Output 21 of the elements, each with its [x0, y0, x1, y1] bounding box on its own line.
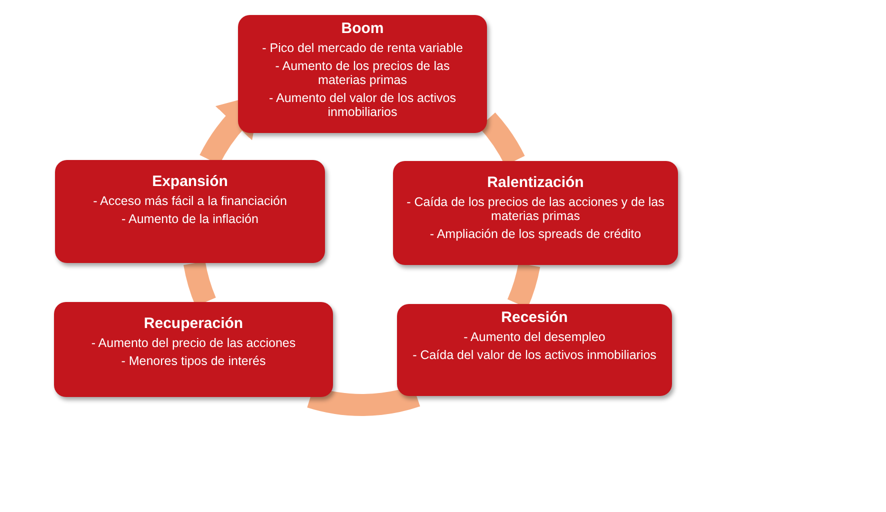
stage-bullet: - Menores tipos de interés: [121, 354, 266, 368]
stage-bullet: - Ampliación de los spreads de crédito: [430, 227, 642, 241]
stage-box: [55, 160, 325, 263]
stage-title: Boom: [341, 19, 384, 39]
stage-title: Recuperación: [144, 314, 244, 334]
stage-box: [238, 15, 487, 133]
stage-bullet: - Aumento del precio de las acciones: [91, 336, 296, 350]
stage-bullet: - Caída de los precios de las acciones y de las materias primas: [406, 195, 666, 223]
stage-box: [54, 302, 333, 397]
stage-bullet: - Acceso más fácil a la financiación: [93, 194, 287, 208]
stage-title: Expansión: [152, 172, 228, 192]
stage-box: [393, 161, 678, 265]
stage-bullet: - Caída del valor de los activos inmobiliarios: [412, 348, 656, 362]
stage-box: [397, 304, 672, 396]
stage-bullet: - Aumento de los precios de las materias primas: [274, 59, 451, 87]
stage-bullet: - Aumento del desempleo: [464, 330, 606, 344]
stage-bullet: - Aumento del valor de los activos inmobiliarios: [268, 91, 457, 119]
stage-title: Recesión: [501, 308, 568, 328]
stage-bullet: - Aumento de la inflación: [122, 212, 258, 226]
stage-title: Ralentización: [487, 173, 584, 193]
stage-bullet: - Pico del mercado de renta variable: [262, 41, 463, 55]
